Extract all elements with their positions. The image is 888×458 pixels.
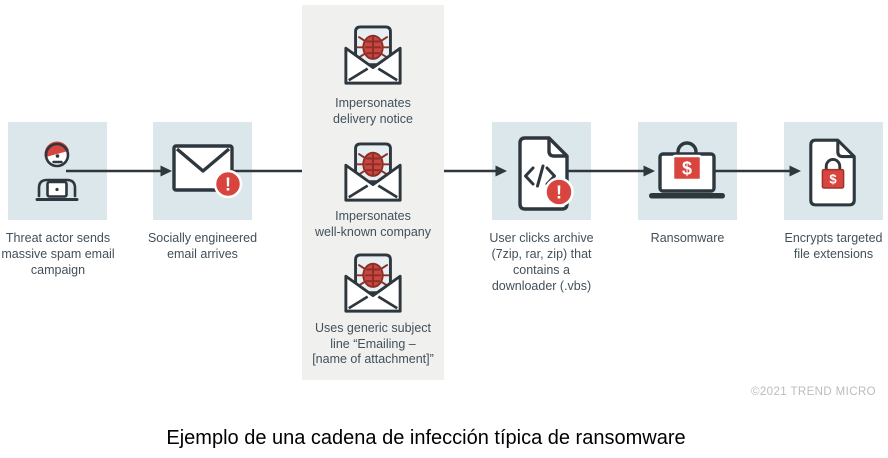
- alert-glyph: !: [556, 183, 562, 203]
- step-label-ransomware: Ransomware: [650, 231, 725, 245]
- bug-email-icon: [344, 142, 402, 202]
- step-label-user-clicks: User clicks archive (7zip, rar, zip) tha…: [489, 231, 594, 293]
- lure-label-delivery-notice: Impersonates delivery notice: [333, 96, 413, 126]
- lure-panel: Impersonates delivery notice Impersonate…: [302, 5, 444, 380]
- alert-email-icon: !: [172, 144, 243, 198]
- dollar-glyph: $: [829, 172, 837, 187]
- threat-actor-icon: [35, 141, 79, 201]
- lure-label-generic-subject: Uses generic subject line “Emailing – [n…: [312, 321, 434, 366]
- locked-file-icon: $: [809, 138, 856, 207]
- step-label-social-email: Socially engineered email arrives: [147, 231, 258, 261]
- copyright-notice: ©2021 TREND MICRO: [751, 386, 876, 398]
- step-label-encrypts: Encrypts targeted file extensions: [784, 231, 883, 261]
- figure-caption: Ejemplo de una cadena de infección típic…: [166, 427, 686, 449]
- step-label-threat-actor: Threat actor sends massive spam email ca…: [1, 231, 115, 277]
- alert-glyph: !: [225, 175, 231, 195]
- locked-laptop-icon: $: [649, 141, 725, 199]
- bug-email-icon: [344, 253, 402, 313]
- bug-email-icon: [344, 25, 402, 85]
- infection-chain-diagram: Impersonates delivery notice Impersonate…: [1, 5, 883, 398]
- dollar-glyph: $: [682, 159, 692, 179]
- script-file-alert-icon: !: [518, 136, 574, 211]
- lure-label-known-company: Impersonates well-known company: [314, 209, 432, 239]
